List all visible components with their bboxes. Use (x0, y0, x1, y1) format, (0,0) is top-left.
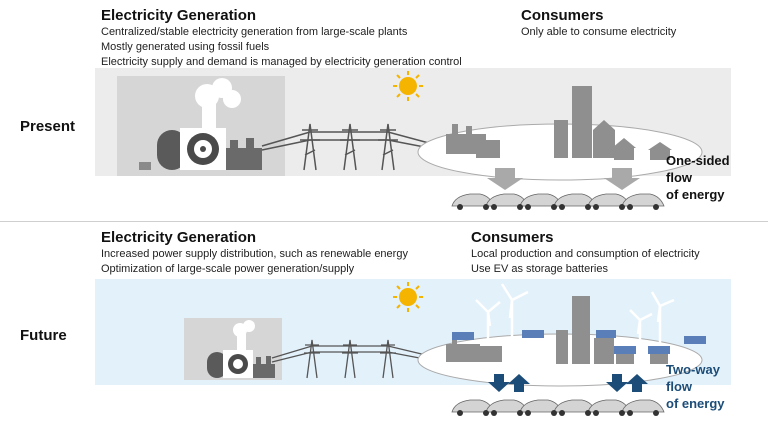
power-lines-present (261, 123, 441, 171)
pylon (300, 123, 320, 171)
town-future (446, 296, 668, 364)
pylon (378, 123, 398, 171)
present-generation-line: Centralized/stable electricity generatio… (101, 26, 408, 38)
future-generation-line: Increased power supply distribution, suc… (101, 248, 408, 260)
ev-cars-future (451, 399, 665, 416)
pylon (340, 123, 360, 171)
future-consumers-line: Local production and consumption of elec… (471, 248, 700, 260)
present-row-label: Present (20, 118, 76, 135)
future-row-label: Future (20, 327, 67, 344)
down-arrows-present (487, 168, 640, 190)
future-flow-line: Two-way (666, 362, 720, 377)
present-generation-title: Electricity Generation (101, 7, 257, 24)
future-flow-label: Two-way flow of energy (666, 361, 725, 412)
future-generation-title: Electricity Generation (101, 229, 257, 246)
two-way-arrows-future (488, 374, 648, 392)
future-flow-line: of energy (666, 396, 725, 411)
present-consumers-title: Consumers (521, 7, 604, 24)
future-generation-description: Increased power supply distribution, suc… (101, 247, 408, 277)
present-consumers-line: Only able to consume electricity (521, 26, 677, 38)
row-divider (0, 221, 768, 222)
future-consumers-description: Local production and consumption of elec… (471, 247, 700, 277)
present-flow-label: One-sided flow of energy (666, 152, 730, 203)
solar-panels (452, 330, 706, 354)
present-flow-line: of energy (666, 187, 725, 202)
future-consumers-line: Use EV as storage batteries (471, 263, 608, 275)
present-flow-line: One-sided (666, 153, 730, 168)
pylon (304, 339, 320, 379)
present-flow-line: flow (666, 170, 692, 185)
present-generation-line: Mostly generated using fossil fuels (101, 41, 270, 53)
pylon (380, 339, 396, 379)
power-plant-future (184, 318, 282, 380)
power-plant-present (117, 76, 285, 176)
future-consumers-title: Consumers (471, 229, 554, 246)
pylon (342, 339, 358, 379)
ev-cars-present (451, 193, 665, 210)
future-generation-line: Optimization of large-scale power genera… (101, 263, 355, 275)
sun-future (393, 282, 423, 312)
present-consumers-description: Only able to consume electricity (521, 25, 676, 40)
future-flow-line: flow (666, 379, 692, 394)
sun-present (393, 71, 423, 101)
present-generation-description: Centralized/stable electricity generatio… (101, 25, 462, 70)
town-present (446, 86, 672, 160)
present-generation-line: Electricity supply and demand is managed… (101, 56, 462, 68)
wind-turbines (475, 283, 675, 344)
power-lines-future (271, 339, 431, 379)
